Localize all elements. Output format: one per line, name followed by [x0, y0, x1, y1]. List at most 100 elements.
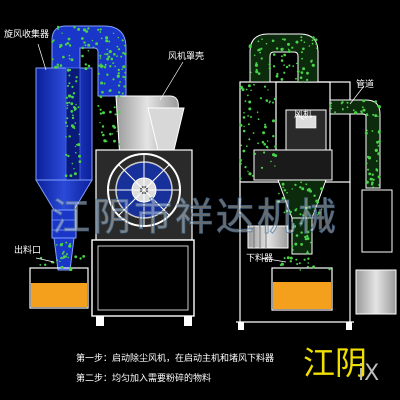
particle — [78, 160, 82, 164]
particle — [122, 65, 126, 69]
label-outlet: 出料口 — [14, 246, 42, 256]
particle — [257, 142, 259, 145]
particle — [298, 262, 301, 265]
particle — [294, 209, 297, 212]
particle — [56, 259, 59, 262]
particle — [309, 241, 312, 244]
particle — [281, 182, 285, 186]
particle — [300, 181, 302, 184]
particle — [375, 168, 378, 170]
particle — [65, 241, 68, 244]
particle — [296, 62, 298, 65]
left-collection-bin — [29, 267, 89, 309]
particle — [275, 47, 279, 50]
particle — [376, 140, 379, 144]
particle — [291, 245, 294, 248]
particle — [289, 260, 292, 263]
particle — [244, 100, 247, 102]
particle — [305, 206, 308, 210]
particle — [274, 165, 276, 167]
particle — [245, 88, 248, 91]
particle — [61, 242, 64, 245]
particle — [92, 46, 95, 49]
particle — [84, 63, 88, 66]
particle — [266, 140, 269, 142]
particle — [296, 70, 300, 73]
particle — [242, 149, 246, 153]
particle — [291, 46, 294, 49]
particle — [297, 80, 299, 82]
particle — [285, 209, 289, 213]
particle — [370, 183, 374, 186]
particle — [57, 65, 59, 68]
particle — [56, 244, 58, 246]
particle — [374, 114, 378, 118]
particle — [66, 125, 69, 127]
particle — [285, 65, 289, 69]
particle — [377, 130, 381, 134]
particle — [121, 68, 123, 70]
particle — [305, 183, 308, 186]
particle — [377, 115, 379, 118]
particle — [317, 211, 321, 215]
particle — [273, 97, 277, 101]
particle — [101, 90, 104, 94]
particle — [260, 57, 263, 60]
particle — [307, 188, 311, 192]
particle — [366, 129, 368, 132]
particle — [254, 63, 259, 67]
particle — [292, 222, 295, 225]
particle — [308, 45, 311, 47]
particle — [250, 71, 252, 74]
particle — [121, 92, 124, 95]
particle — [87, 64, 91, 68]
particle — [260, 47, 263, 50]
particle — [272, 65, 276, 68]
particle — [377, 105, 381, 109]
particle — [73, 168, 75, 170]
particle — [274, 154, 278, 158]
particle — [72, 114, 74, 117]
particle — [306, 265, 309, 268]
particle — [320, 187, 324, 191]
particle — [367, 168, 369, 171]
particle — [276, 72, 279, 75]
particle — [65, 153, 68, 156]
particle — [283, 38, 286, 41]
particle — [250, 116, 252, 118]
particle — [372, 178, 375, 181]
particle — [354, 111, 358, 115]
particle — [39, 264, 42, 266]
particle — [287, 48, 290, 51]
particle — [68, 101, 71, 104]
particle — [112, 124, 115, 128]
particle — [288, 213, 291, 215]
particle — [73, 26, 76, 29]
particle — [295, 258, 298, 261]
particle — [103, 139, 107, 143]
particle — [283, 64, 285, 66]
particle — [118, 143, 121, 146]
particle — [75, 80, 78, 83]
particle — [248, 100, 252, 104]
particle — [64, 121, 68, 124]
particle — [111, 133, 114, 135]
particle — [239, 159, 243, 162]
particle — [106, 53, 109, 56]
particle — [312, 265, 316, 269]
particle — [81, 54, 84, 58]
particle — [278, 192, 280, 195]
particle — [252, 132, 255, 134]
particle — [66, 117, 69, 120]
particle — [70, 268, 73, 271]
particle — [296, 263, 299, 265]
particle — [341, 101, 344, 104]
particle — [307, 262, 310, 264]
particle — [82, 255, 86, 258]
particle — [106, 57, 110, 61]
particle — [366, 114, 369, 117]
step-two-text: 第二步：均匀加入需要粉碎的物料 — [76, 374, 212, 384]
particle — [97, 72, 100, 75]
particle — [308, 206, 311, 208]
particle — [61, 32, 63, 34]
